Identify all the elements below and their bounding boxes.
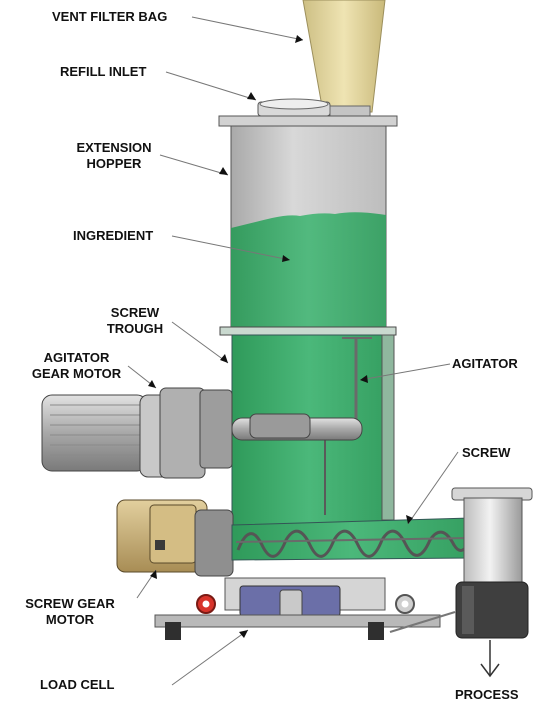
screw-flights: [236, 529, 472, 558]
label-agitator: AGITATOR: [452, 356, 518, 371]
label-screw-trough-line1: SCREW: [110, 305, 160, 320]
label-agitator-gear-motor: AGITATOR GEAR MOTOR: [24, 350, 129, 382]
agitator-motor-body: [41, 394, 148, 472]
label-ingredient: INGREDIENT: [73, 228, 154, 243]
label-extension-hopper-line2: HOPPER: [86, 156, 142, 171]
leader-screw-trough: [171, 321, 229, 364]
vent-filter-bag: [302, 0, 386, 113]
leader-vent-filter-bag: [191, 16, 304, 41]
label-extension-hopper: EXTENSION HOPPER: [68, 140, 160, 172]
label-process: PROCESS: [455, 687, 519, 702]
label-screw-trough-line2: TROUGH: [106, 321, 164, 336]
ingredient-fill: [231, 212, 386, 331]
label-agitator-gear-motor-line2: GEAR MOTOR: [31, 366, 122, 381]
label-extension-hopper-line1: EXTENSION: [76, 140, 152, 155]
leader-screw: [407, 451, 459, 525]
hopper-top-flange: [218, 115, 398, 127]
label-screw-gear-motor-line2: MOTOR: [45, 612, 95, 627]
label-screw-trough: SCREW TROUGH: [95, 305, 175, 337]
discharge-cylinder: [463, 497, 523, 583]
label-refill-inlet: REFILL INLET: [60, 64, 147, 79]
leader-agitator: [359, 363, 451, 381]
leader-load-cell: [171, 629, 249, 686]
label-vent-filter-bag: VENT FILTER BAG: [52, 9, 168, 24]
base-frame: [154, 614, 441, 628]
leader-extension-hopper: [159, 154, 229, 176]
leader-ingredient: [171, 235, 291, 261]
leader-refill-inlet: [165, 71, 257, 101]
label-load-cell: LOAD CELL: [40, 677, 115, 692]
label-screw-gear-motor: SCREW GEAR MOTOR: [0, 596, 140, 628]
label-screw-gear-motor-line1: SCREW GEAR: [25, 596, 115, 611]
label-agitator-gear-motor-line1: AGITATOR: [43, 350, 110, 365]
hopper-mid-flange: [219, 326, 397, 336]
label-screw: SCREW: [462, 445, 511, 460]
